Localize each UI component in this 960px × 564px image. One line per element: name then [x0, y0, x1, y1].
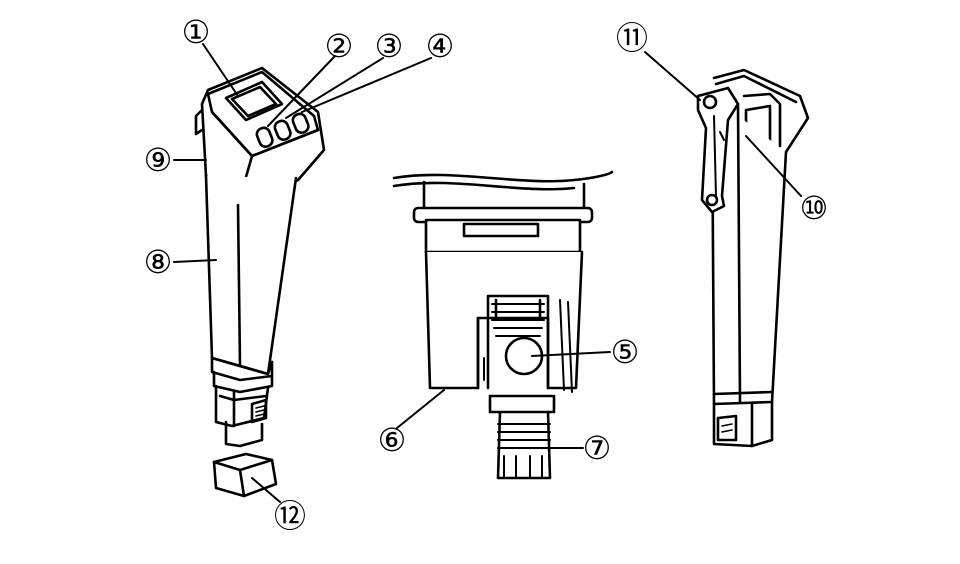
- callout-button-3: ④: [426, 27, 455, 65]
- callout-button-2: ③: [375, 27, 404, 65]
- callout-body: ⑧: [144, 243, 173, 281]
- button-3-shape: [291, 112, 310, 135]
- leader-lines: [173, 43, 802, 503]
- callout-collar-nut: ⑦: [583, 429, 612, 467]
- meter-front-view: [194, 66, 326, 498]
- sensor-closeup: [392, 170, 614, 480]
- cable-line: [392, 170, 614, 183]
- meter-side-view: [696, 68, 810, 448]
- button-1-shape: [255, 126, 274, 149]
- callout-pocket-clip: ⑪: [616, 19, 648, 57]
- pocket-clip-shape: [696, 86, 740, 214]
- meter-body: [204, 174, 298, 376]
- button-2-shape: [273, 119, 292, 142]
- side-body: [710, 94, 788, 406]
- callout-sensor-bulb: ⑤: [611, 333, 640, 371]
- callout-clip-slot: ⑩: [800, 189, 829, 227]
- display-window: [224, 80, 284, 122]
- collar-nut-shape: [488, 394, 556, 480]
- callout-display: ①: [182, 13, 211, 51]
- callout-button-1: ②: [325, 27, 354, 65]
- callout-labels: ① ② ③ ④ ⑤ ⑥ ⑦ ⑧ ⑨ ⑩ ⑪ ⑫: [144, 13, 829, 535]
- callout-head: ⑨: [144, 141, 173, 179]
- callout-protective-cap: ⑫: [274, 497, 306, 535]
- callout-electrode-housing: ⑥: [378, 421, 407, 459]
